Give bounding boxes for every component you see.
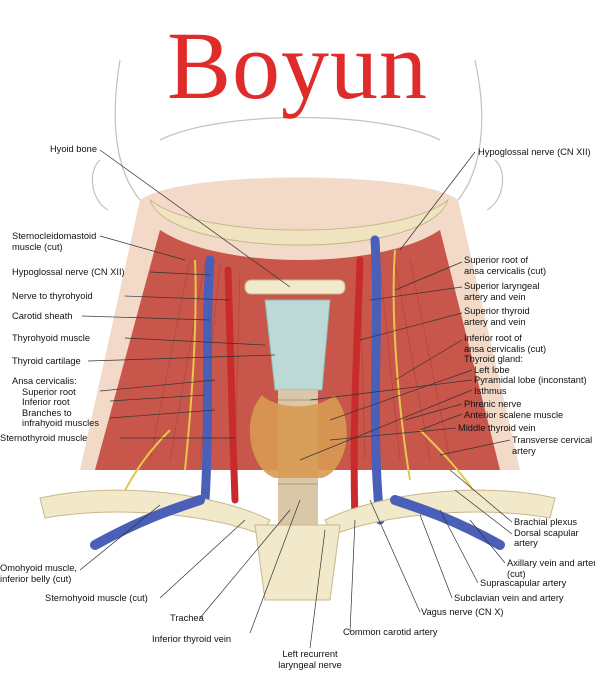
- thyroid-cartilage: [264, 299, 331, 391]
- label-ansa-cervicalis: Ansa cervicalis: Superior root Inferior …: [12, 376, 99, 428]
- page-title: Boyun: [166, 12, 429, 119]
- subclavian-left: [90, 495, 205, 550]
- hyoid-bone: [244, 279, 346, 295]
- leader-lines: [79, 149, 513, 649]
- arteries: [224, 256, 364, 524]
- label-sternothyroid: Sternothyroid muscle: [0, 433, 88, 443]
- label-thyrohyoid-muscle: Thyrohyoid muscle: [12, 333, 91, 343]
- label-middle-thyroid-vein: Middle thyroid vein: [458, 423, 536, 433]
- label-vagus: Vagus nerve (CN X): [421, 607, 504, 617]
- label-nerve-to-thyrohyoid: Nerve to thyrohyoid: [12, 291, 93, 301]
- head-outline: [91, 59, 504, 211]
- label-thyroid-gland: Thyroid gland: Left lobe Pyramidal lobe …: [464, 354, 587, 396]
- label-axillary: Axillary vein and artery(cut): [507, 558, 595, 579]
- label-thyroid-cartilage: Thyroid cartilage: [12, 356, 81, 366]
- label-suprascapular: Suprascapular artery: [480, 578, 567, 588]
- label-hypoglossal-right: Hypoglossal nerve (CN XII): [478, 147, 591, 157]
- label-hypoglossal-left: Hypoglossal nerve (CN XII): [12, 267, 125, 277]
- label-hyoid-bone: Hyoid bone: [49, 144, 97, 154]
- label-common-carotid: Common carotid artery: [343, 627, 438, 637]
- label-omohyoid: Omohyoid muscle,inferior belly (cut): [0, 563, 77, 584]
- label-sternohyoid: Sternohyoid muscle (cut): [45, 593, 148, 603]
- subclavian-right: [390, 495, 505, 550]
- label-subclavian: Subclavian vein and artery: [454, 593, 564, 603]
- label-inferior-thyroid-vein: Inferior thyroid vein: [152, 634, 232, 644]
- label-carotid-sheath: Carotid sheath: [12, 311, 73, 321]
- label-trachea: Trachea: [170, 613, 204, 623]
- thyroid-gland: [249, 395, 347, 478]
- veins: [200, 235, 385, 525]
